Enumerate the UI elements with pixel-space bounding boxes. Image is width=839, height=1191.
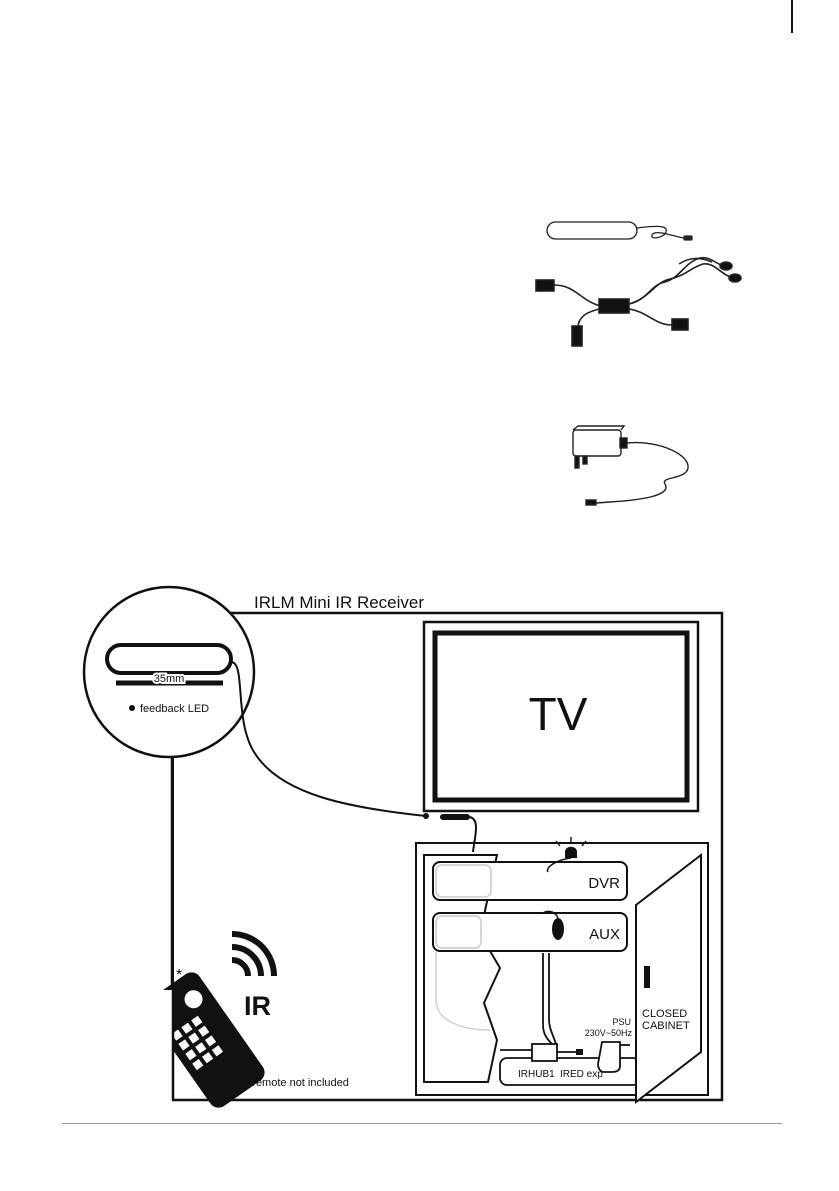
receiver-closeup xyxy=(107,645,231,673)
receiver-on-tv xyxy=(440,814,470,820)
room-edge-mask xyxy=(140,990,172,1105)
ir-hub-product-illustration xyxy=(536,258,741,346)
diagram-title: IRLM Mini IR Receiver xyxy=(254,593,424,612)
psu-product-illustration xyxy=(573,426,688,505)
ir-signal-waves-icon xyxy=(232,934,274,976)
door-handle xyxy=(644,966,650,988)
emitter-glow-rays xyxy=(556,837,586,846)
cabinet-label-line2: CABINET xyxy=(642,1020,690,1032)
ir-label: IR xyxy=(244,991,271,1021)
remote-note: *remote not included xyxy=(248,1077,349,1089)
ired-plug xyxy=(576,1049,583,1055)
led-dot-icon xyxy=(129,705,135,711)
tv-label: TV xyxy=(529,688,588,740)
cable-end-dot xyxy=(423,813,429,819)
ir-emitter-aux xyxy=(552,918,564,940)
ir-emitter-dvr xyxy=(565,847,577,858)
ir-receiver-product-illustration xyxy=(547,222,692,240)
receiver-to-hub-cable xyxy=(470,817,476,852)
cabinet-label-line1: CLOSED xyxy=(642,1008,687,1020)
dvr-label: DVR xyxy=(588,875,620,892)
footer-rule xyxy=(62,1123,782,1124)
psu-adapter xyxy=(598,1042,620,1072)
irhub-label: IRHUB1 xyxy=(518,1069,555,1080)
psu-spec-label: 230V~50Hz xyxy=(585,1028,633,1038)
led-label: feedback LED xyxy=(140,703,209,715)
receiver-cable xyxy=(231,662,426,816)
ired-label: IRED exp xyxy=(560,1069,603,1080)
hub-cables xyxy=(543,953,556,1045)
dimension-label: 35mm xyxy=(154,673,185,685)
aux-label: AUX xyxy=(589,926,620,943)
irhub-box xyxy=(532,1044,557,1061)
psu-label: PSU xyxy=(612,1017,631,1027)
